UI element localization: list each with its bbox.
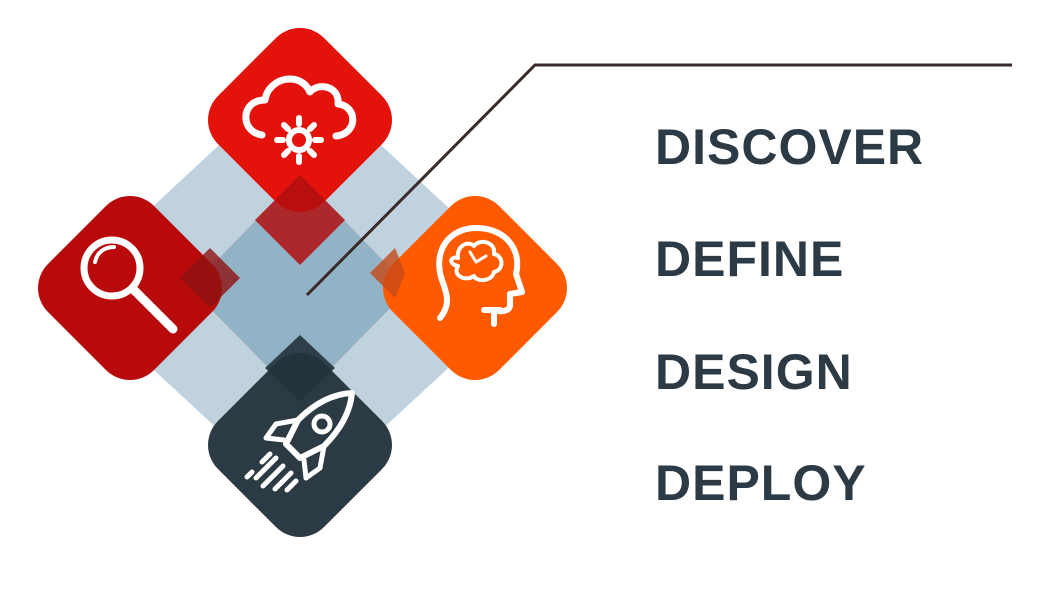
overlay-diamond-mid bbox=[190, 175, 410, 400]
connector-line bbox=[305, 63, 1012, 297]
rocket-icon bbox=[244, 390, 355, 493]
step-label-deploy: DEPLOY bbox=[655, 455, 867, 511]
step-label-discover: DISCOVER bbox=[655, 119, 925, 175]
back-overlay bbox=[65, 70, 535, 505]
head-brain-icon bbox=[436, 225, 525, 327]
step-label-define: DEFINE bbox=[655, 231, 845, 287]
step-label-design: DESIGN bbox=[655, 344, 853, 400]
diamond-right bbox=[370, 196, 567, 380]
magnifier-icon bbox=[80, 236, 178, 334]
cloud-gear-icon bbox=[242, 75, 357, 165]
diamond-bottom bbox=[208, 335, 392, 537]
